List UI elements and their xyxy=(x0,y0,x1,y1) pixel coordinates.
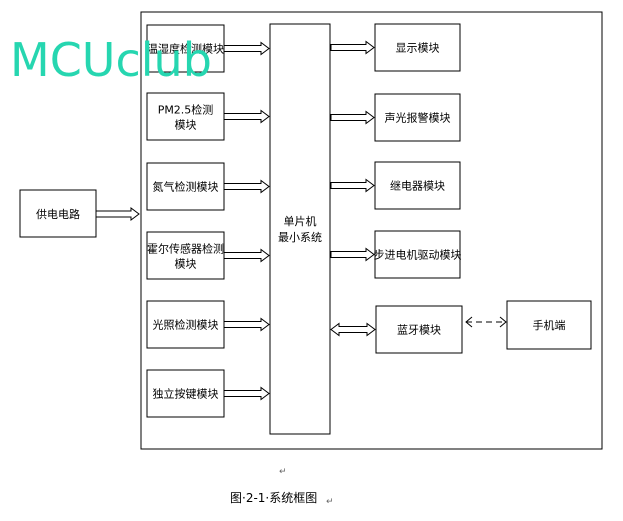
input-module-box xyxy=(146,24,225,73)
input-module-label: 模块 xyxy=(175,258,197,271)
phone-label: 手机端 xyxy=(533,318,566,332)
input-module-label: 独立按键模块 xyxy=(153,387,219,401)
input-arrow xyxy=(223,317,270,332)
output-module-label: 显示模块 xyxy=(396,42,440,55)
output-module-box xyxy=(374,93,461,142)
output-arrow xyxy=(330,178,375,193)
output-module-label: 继电器模块 xyxy=(390,180,445,193)
input-module-label: 氮气检测模块 xyxy=(153,180,219,194)
output-module-box xyxy=(374,161,461,210)
input-module-label: 光照检测模块 xyxy=(153,318,219,332)
input-module-label: PM2.5检测 xyxy=(158,103,214,117)
output-arrow xyxy=(330,40,375,55)
power-arrow xyxy=(95,207,140,221)
input-arrow xyxy=(223,386,270,401)
mcu-label-line2: 最小系统 xyxy=(278,231,322,244)
output-module-label: 声光报警模块 xyxy=(385,111,451,125)
input-module-box xyxy=(146,92,225,141)
input-module-box xyxy=(146,231,225,280)
input-arrow xyxy=(223,248,270,263)
output-module-label: 蓝牙模块 xyxy=(397,324,441,337)
wireless-link-arrow-left xyxy=(465,316,473,328)
power-supply-box xyxy=(19,189,97,238)
output-module-box xyxy=(375,305,463,354)
phone-box xyxy=(506,300,592,350)
input-modules: 温湿度检测模块PM2.5检测模块氮气检测模块霍尔传感器检测模块光照检测模块独立按… xyxy=(146,24,270,418)
input-arrow xyxy=(223,179,270,194)
input-module-label: 模块 xyxy=(175,119,197,132)
mcu-label-line1: 单片机 xyxy=(284,214,317,228)
caption-return-mark: ↵ xyxy=(326,497,334,507)
bluetooth-bidirectional-arrow xyxy=(330,322,376,337)
output-module-box xyxy=(374,230,461,279)
input-module-label: 温湿度检测模块 xyxy=(147,42,224,56)
input-module-box xyxy=(146,162,225,211)
input-arrow xyxy=(223,109,270,124)
input-module-label: 霍尔传感器检测 xyxy=(147,242,224,256)
figure-caption: 图·2-1·系统框图 xyxy=(230,491,317,505)
output-arrow xyxy=(330,247,375,262)
paragraph-mark: ↵ xyxy=(279,467,287,477)
input-module-box xyxy=(146,369,225,418)
output-arrow xyxy=(330,110,375,125)
output-module-label: 步进电机驱动模块 xyxy=(374,248,462,262)
mcuclub-watermark: MCUclub xyxy=(10,33,212,87)
power-supply-label: 供电电路 xyxy=(36,207,80,221)
mcu-box xyxy=(269,23,331,435)
wireless-link-arrow-right xyxy=(499,316,507,328)
input-arrow xyxy=(223,41,270,56)
output-module-box xyxy=(374,23,461,72)
system-frame xyxy=(140,11,603,450)
input-module-box xyxy=(146,300,225,349)
